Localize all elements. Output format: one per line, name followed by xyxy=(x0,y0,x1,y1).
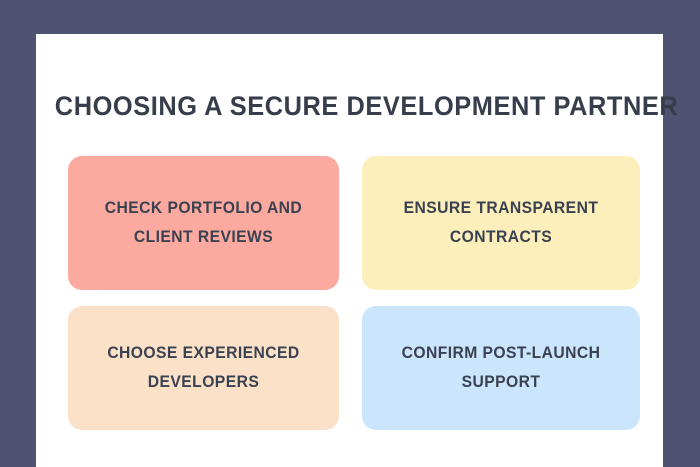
tip-card-experienced-developers[interactable]: Choose Experienced Developers xyxy=(68,306,339,430)
tip-card-check-portfolio[interactable]: Check Portfolio and Client Reviews xyxy=(68,156,339,290)
content-panel: Choosing a Secure Development Partner Ch… xyxy=(36,34,679,467)
tip-card-transparent-contracts[interactable]: Ensure Transparent Contracts xyxy=(362,156,640,290)
tip-card-label: Choose Experienced Developers xyxy=(107,344,300,391)
tip-card-grid: Check Portfolio and Client Reviews Ensur… xyxy=(68,156,640,430)
tip-card-post-launch-support[interactable]: Confirm Post-Launch Support xyxy=(362,306,640,430)
tip-card-label: Ensure Transparent Contracts xyxy=(403,199,599,246)
tip-card-label: Check Portfolio and Client Reviews xyxy=(104,199,303,246)
tip-card-label: Confirm Post-Launch Support xyxy=(401,344,601,391)
page-title: Choosing a Secure Development Partner xyxy=(54,91,679,122)
